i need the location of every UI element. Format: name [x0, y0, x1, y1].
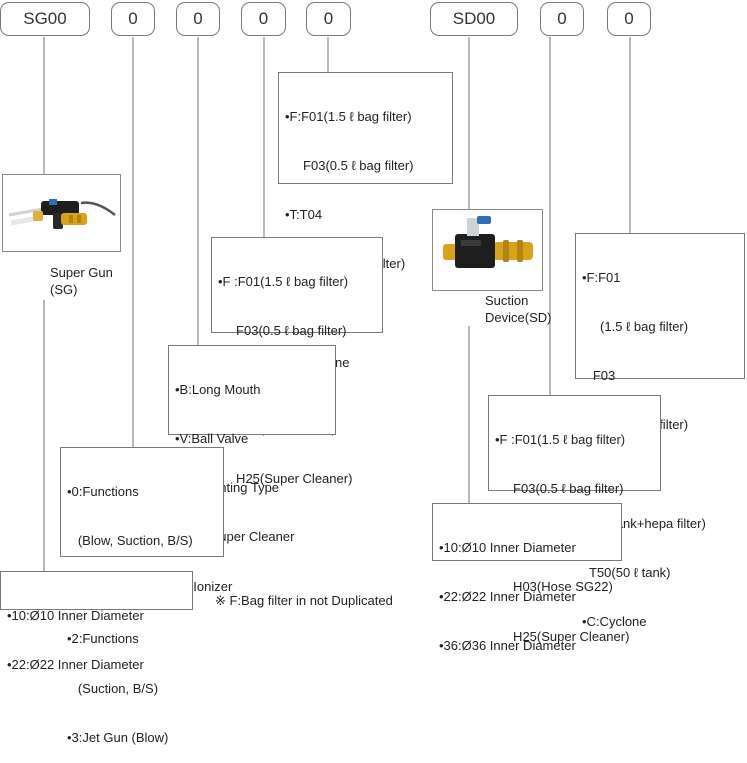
- sd-filter-line: •F:F01: [582, 269, 621, 285]
- sd-filter-options-box: •F:F01 (1.5 ℓ bag filter) F03 (0.5 ℓ bag…: [575, 233, 745, 629]
- sg-diameter-options-box: •10:Ø10 Inner Diameter •22:Ø22 Inner Dia…: [0, 571, 193, 672]
- sg-function-line: •0:Functions: [67, 483, 139, 499]
- sg-hose-line: H25(Super Cleaner): [218, 470, 353, 486]
- sg-function-options-box: •0:Functions (Blow, Suction, B/S) •1:Fun…: [60, 447, 224, 745]
- code-sg-option-4: 0: [306, 2, 351, 36]
- sg-type-options-box: •B:Long Mouth •V:Ball Valve •M:Mounting …: [168, 345, 336, 594]
- sd-hose-line: F03(0.5 ℓ bag filter): [495, 481, 624, 497]
- sg-type-line: •B:Long Mouth: [175, 381, 261, 397]
- super-gun-image: [3, 175, 120, 251]
- code-sd-option-1: 0: [540, 2, 584, 36]
- sg-function-line: (Blow, Suction, B/S): [67, 533, 193, 549]
- sg-hose-options-box: •F :F01(1.5 ℓ bag filter) F03(0.5 ℓ bag …: [211, 237, 383, 486]
- sg-function-line: •3:Jet Gun (Blow): [67, 729, 169, 745]
- sd-filter-line: (1.5 ℓ bag filter): [582, 319, 689, 335]
- code-sd-base: SD00: [430, 2, 518, 36]
- sg-diameter-line: •22:Ø22 Inner Diameter: [7, 657, 144, 673]
- suction-device-photo: [432, 209, 543, 291]
- code-sg-option-3: 0: [241, 2, 286, 36]
- sd-hose-line: H03(Hose SG22): [495, 579, 613, 595]
- sg-diameter-line: •10:Ø10 Inner Diameter: [7, 607, 144, 623]
- sg-hose-line: F03(0.5 ℓ bag filter): [218, 323, 347, 339]
- super-gun-photo: [2, 174, 121, 252]
- sg-function-line: (Suction, B/S): [67, 680, 159, 696]
- code-sg-option-2: 0: [176, 2, 220, 36]
- code-sg-option-1: 0: [111, 2, 155, 36]
- sg-function-line: •2:Functions: [67, 631, 139, 647]
- connector-lines: [43, 37, 631, 571]
- sd-hose-line: •F :F01(1.5 ℓ bag filter): [495, 431, 626, 447]
- sd-hose-options-box: •F :F01(1.5 ℓ bag filter) F03(0.5 ℓ bag …: [488, 395, 661, 644]
- sg-filter-line: F03(0.5 ℓ bag filter): [285, 158, 414, 174]
- suction-device-image: [433, 210, 542, 290]
- sg-filter-line: •F:F01(1.5 ℓ bag filter): [285, 108, 412, 124]
- code-sg-base: SG00: [0, 2, 90, 36]
- sg-hose-line: •F :F01(1.5 ℓ bag filter): [218, 273, 349, 289]
- sg-filter-options-box: •F:F01(1.5 ℓ bag filter) F03(0.5 ℓ bag f…: [278, 72, 453, 370]
- sd-filter-line: F03: [582, 368, 616, 384]
- sd-diameter-options-box: •10:Ø10 Inner Diameter •22:Ø22 Inner Dia…: [432, 503, 622, 653]
- code-sd-option-2: 0: [607, 2, 651, 36]
- suction-device-caption: Suction Device(SD): [485, 293, 552, 325]
- sg-type-line: •V:Ball Valve: [175, 431, 249, 447]
- sd-filter-line: T50(50 ℓ tank): [582, 565, 671, 581]
- super-gun-caption: Super Gun (SG): [50, 265, 113, 297]
- sd-diameter-line: •22:Ø22 Inner Diameter: [439, 589, 576, 605]
- sd-diameter-line: •10:Ø10 Inner Diameter: [439, 539, 576, 555]
- footnote: ※ F:Bag filter in not Duplicated: [215, 593, 393, 608]
- sd-diameter-line: •36:Ø36 Inner Diameter: [439, 638, 576, 654]
- sg-filter-line: •T:T04: [285, 207, 323, 223]
